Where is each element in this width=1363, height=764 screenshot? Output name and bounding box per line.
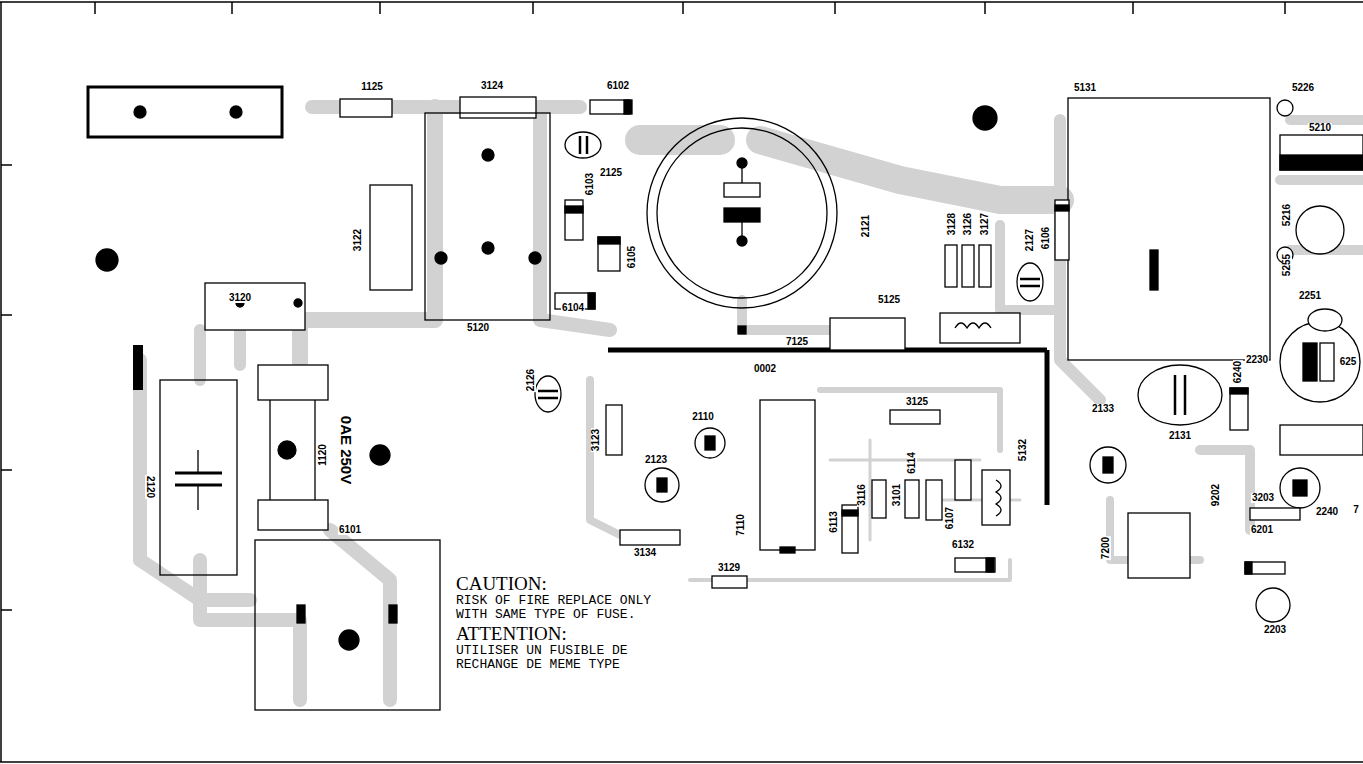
part-number: 2120 bbox=[145, 475, 155, 499]
part-number: 1120 bbox=[318, 443, 328, 467]
part-number: 6114 bbox=[907, 451, 917, 475]
part-number: 6201 bbox=[1250, 525, 1274, 535]
part-number: 6105 bbox=[627, 245, 637, 269]
part-number: 3129 bbox=[717, 563, 741, 573]
part-number: 3125 bbox=[905, 397, 929, 407]
part-number: 5125 bbox=[877, 295, 901, 305]
part-number: 3126 bbox=[963, 212, 973, 236]
part-number: 2240 bbox=[1315, 507, 1339, 517]
part-number: 6102 bbox=[606, 81, 630, 91]
part-number: 2126 bbox=[526, 368, 536, 392]
copper-traces bbox=[140, 107, 1363, 700]
part-number: 6132 bbox=[951, 540, 975, 550]
part-number: 2110 bbox=[691, 412, 715, 422]
part-number: 5216 bbox=[1282, 203, 1292, 227]
part-number: 0002 bbox=[753, 364, 777, 374]
part-number: 7200 bbox=[1101, 536, 1111, 560]
part-number: 5131 bbox=[1073, 83, 1097, 93]
part-number: 3203 bbox=[1251, 493, 1275, 503]
part-number: 2121 bbox=[861, 214, 871, 238]
part-number: 3128 bbox=[947, 212, 957, 236]
caution-note: UTILISER UN FUSIBLE DE RECHANGE DE MEME … bbox=[456, 644, 656, 671]
part-number: 3124 bbox=[480, 81, 504, 91]
fuse-rating: 0AE 250V bbox=[339, 414, 354, 486]
part-number: 3120 bbox=[228, 293, 252, 303]
part-number: 6101 bbox=[338, 525, 362, 535]
part-number: 6106 bbox=[1041, 226, 1051, 250]
caution-note: ATTENTION: bbox=[456, 624, 567, 643]
part-number: 5132 bbox=[1018, 438, 1028, 462]
part-number: 9202 bbox=[1211, 483, 1221, 507]
part-number: 6107 bbox=[945, 506, 955, 530]
part-number: 6240 bbox=[1233, 360, 1243, 384]
part-number: 2251 bbox=[1298, 291, 1322, 301]
part-number: 2133 bbox=[1091, 404, 1115, 414]
part-number: 3116 bbox=[857, 483, 867, 507]
part-number: 3122 bbox=[353, 228, 363, 252]
part-number: 1125 bbox=[360, 82, 384, 92]
part-number: 7125 bbox=[785, 337, 809, 347]
part-number: 2127 bbox=[1025, 228, 1035, 252]
components bbox=[88, 87, 1363, 710]
part-number: 5210 bbox=[1308, 123, 1332, 133]
part-number: 5120 bbox=[466, 323, 490, 333]
part-number: 5226 bbox=[1291, 83, 1315, 93]
caution-note: CAUTION: bbox=[456, 574, 547, 593]
part-number: 3127 bbox=[980, 212, 990, 236]
caution-note: RISK OF FIRE REPLACE ONLY WITH SAME TYPE… bbox=[456, 594, 668, 621]
part-number: 625 bbox=[1339, 357, 1358, 367]
part-number: 3134 bbox=[633, 548, 657, 558]
part-number: 7110 bbox=[736, 513, 746, 537]
part-number: 2123 bbox=[644, 455, 668, 465]
part-number: 2203 bbox=[1263, 625, 1287, 635]
part-number: 7 bbox=[1352, 505, 1360, 515]
part-number: 3101 bbox=[892, 483, 902, 507]
part-number: 2125 bbox=[599, 168, 623, 178]
part-number: 6103 bbox=[585, 172, 595, 196]
part-number: 2230 bbox=[1245, 355, 1269, 365]
part-number: 5255 bbox=[1282, 253, 1292, 277]
part-number: 2131 bbox=[1168, 431, 1192, 441]
part-number: 6104 bbox=[561, 303, 585, 313]
part-number: 6113 bbox=[829, 510, 839, 534]
part-number: 3123 bbox=[591, 428, 601, 452]
